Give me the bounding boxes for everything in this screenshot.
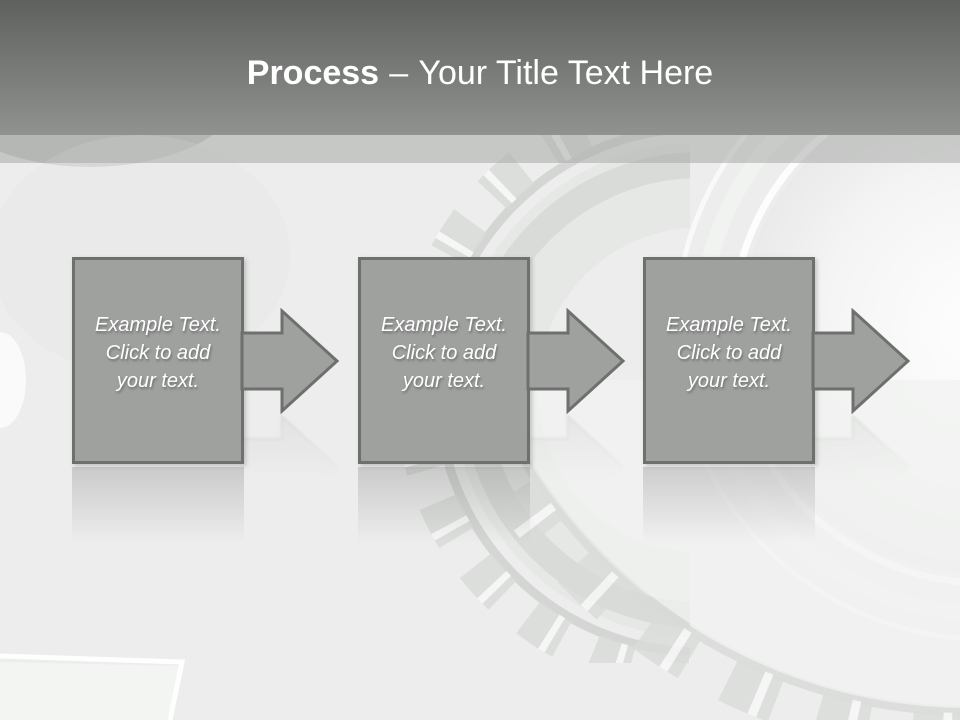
step-text-line: Example Text. (381, 314, 507, 336)
slide-title-text: Your Title Text Here (418, 53, 714, 92)
arrow-reflection (240, 414, 340, 520)
right-arrow-icon (526, 308, 626, 414)
step-text-line: your text. (687, 370, 771, 392)
step-placeholder-text: Example Text. Click to add your text. (361, 260, 527, 395)
right-arrow-icon (240, 308, 340, 414)
arrow-reflection (526, 414, 626, 520)
arrow-reflection (811, 414, 911, 520)
step-placeholder-text: Example Text. Click to add your text. (646, 260, 812, 395)
slab-bottom-left (0, 653, 186, 720)
gear-bottom-large (433, 380, 960, 720)
header-bar: Process–Your Title Text Here (0, 0, 960, 135)
box-reflection (358, 467, 530, 543)
header-accent-band (0, 135, 960, 163)
slide-title-keyword: Process (246, 53, 380, 92)
step-placeholder-text: Example Text. Click to add your text. (75, 260, 241, 395)
step-text-line: Click to add (676, 342, 782, 364)
box-reflection (72, 467, 244, 543)
step-box-2[interactable]: Example Text. Click to add your text. (358, 257, 530, 464)
step-text-line: Click to add (391, 342, 497, 364)
step-text-line: Example Text. (95, 314, 221, 336)
step-text-line: Click to add (105, 342, 211, 364)
step-text-line: your text. (402, 370, 486, 392)
step-text-line: your text. (116, 370, 200, 392)
right-arrow-icon (811, 308, 911, 414)
step-box-1[interactable]: Example Text. Click to add your text. (72, 257, 244, 464)
step-box-3[interactable]: Example Text. Click to add your text. (643, 257, 815, 464)
step-text-line: Example Text. (666, 314, 792, 336)
box-reflection (643, 467, 815, 543)
slide-title: Process–Your Title Text Here (247, 43, 713, 93)
edge-highlight-left (0, 332, 26, 428)
slide-title-separator: – (389, 53, 409, 92)
